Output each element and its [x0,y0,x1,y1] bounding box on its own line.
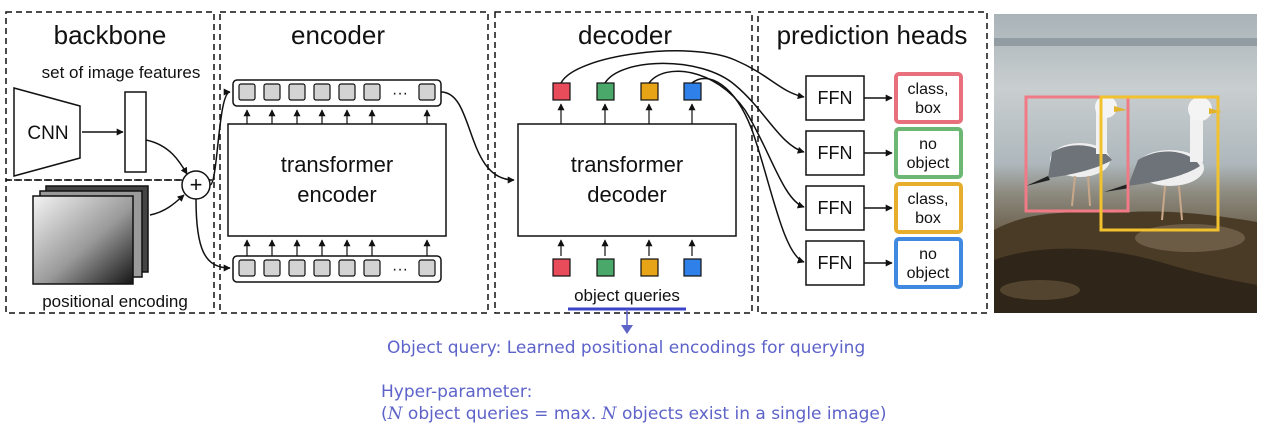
seagull-right [1104,97,1222,221]
ffn-blocks [805,75,865,286]
ffn-label-3: FFN [818,198,853,218]
prediction-outputs [894,72,963,289]
object-query-note: Object query: Learned positional encodin… [387,338,866,358]
cnn-block [13,87,81,177]
output-2-line2: object [907,155,950,172]
ffn-label-4: FFN [818,253,853,273]
encoder-ellipsis-bottom: ··· [392,261,408,278]
encoder-section [219,11,489,314]
encoder-output-tokens: ··· [232,79,442,107]
n-variable-2: N [601,404,617,424]
output-1-line1: class, [908,81,949,98]
n-variable-1: N [387,404,403,424]
hyperparameter-mid: object queries = max. [402,404,602,424]
output-1-line2: box [915,100,941,117]
decoder-title: decoder [578,20,672,50]
hyperparameter-note: (N object queries = max. N objects exist… [381,404,887,424]
encoder-title: encoder [291,20,385,50]
positional-section [5,179,215,314]
output-2-line1: no [919,136,937,153]
object-query-tokens [552,258,702,277]
positional-encoding-label: positional encoding [42,292,188,311]
transformer-decoder-block [517,123,737,237]
decoder-output-tokens [552,82,702,101]
encoder-block-line1: transformer [281,152,393,177]
cnn-label: CNN [27,123,68,144]
decoder-section [494,11,753,314]
encoder-block-line2: encoder [297,182,377,207]
encoder-input-tokens: ··· [232,255,442,283]
decoder-block-line1: transformer [571,152,683,177]
encoder-ellipsis-top: ··· [392,85,408,102]
image-features-label: set of image features [42,63,201,82]
transformer-encoder-block [227,123,447,237]
output-4-line2: object [907,265,950,282]
detection-box-yellow [1099,95,1220,232]
heads-section [757,11,988,314]
detection-result-photo [994,14,1257,313]
backbone-title: backbone [54,20,167,50]
hyperparameter-open: ( [381,404,388,424]
ffn-label-2: FFN [818,143,853,163]
positional-encoding-stack [32,185,149,285]
detection-box-red [1024,95,1130,213]
output-3-line1: class, [908,191,949,208]
add-symbol: + [190,172,203,197]
ffn-label-1: FFN [818,88,853,108]
section-borders [5,11,988,314]
object-queries-label: object queries [574,286,680,305]
heads-title: prediction heads [777,20,968,50]
hyperparameter-end: objects exist in a single image) [616,404,887,424]
image-features-block [124,91,147,173]
decoder-block-line2: decoder [587,182,667,207]
hyperparameter-title: Hyper-parameter: [381,382,533,402]
output-4-line1: no [919,246,937,263]
output-3-line2: box [915,210,941,227]
